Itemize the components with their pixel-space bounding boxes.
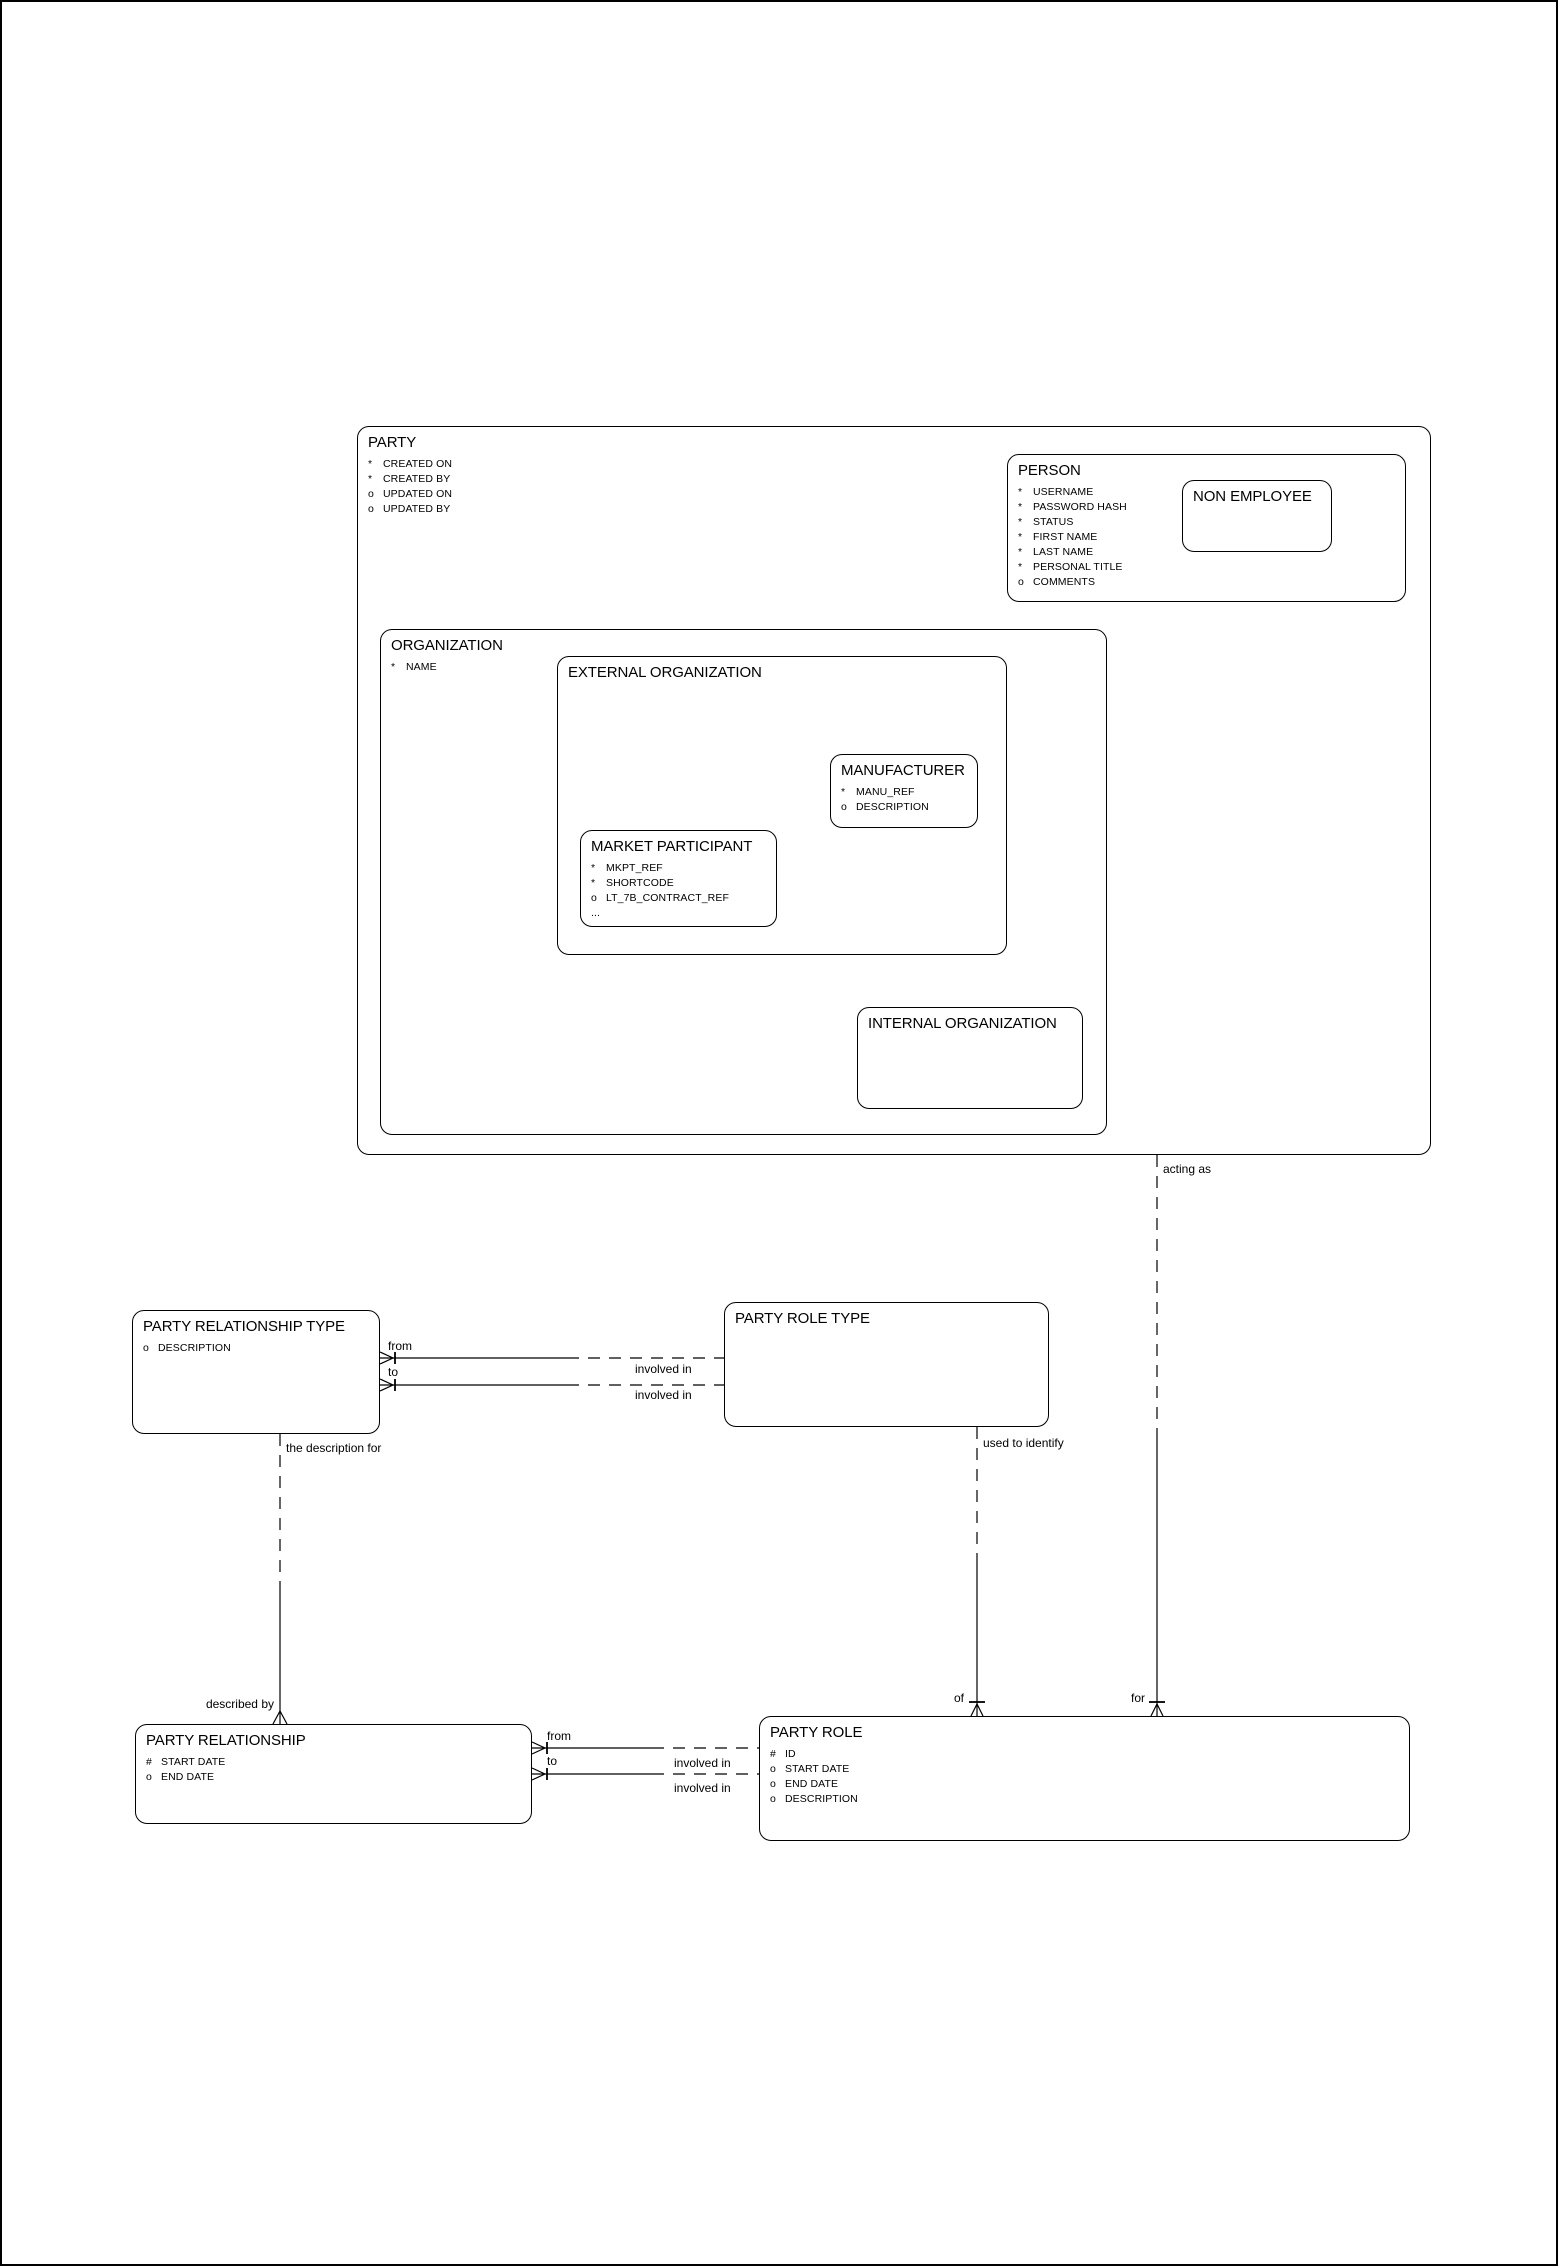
attribute-row: *FIRST NAME — [1018, 531, 1098, 543]
label-to-1: to — [388, 1365, 399, 1379]
entity-title: PARTY RELATIONSHIP — [146, 1732, 306, 1749]
entity-title: PARTY — [368, 434, 417, 451]
attribute-row: *USERNAME — [1018, 486, 1094, 498]
label-to-2: to — [547, 1754, 558, 1768]
entity-attributes: *USERNAME *PASSWORD HASH *STATUS *FIRST … — [1018, 485, 1395, 590]
attribute-row: *MKPT_REF — [591, 862, 663, 874]
relationship-line-of — [969, 1427, 985, 1717]
entity-title: PARTY ROLE — [770, 1724, 863, 1741]
entity-attributes: *NAME — [391, 660, 1096, 675]
entity-title: ORGANIZATION — [391, 637, 503, 654]
entity-non-employee[interactable]: NON EMPLOYEE — [1182, 480, 1332, 552]
relationship-line-for — [1149, 1155, 1165, 1717]
relationship-line-prt-from — [379, 1351, 724, 1365]
attribute-row: #ID — [770, 1748, 796, 1760]
entity-title: PARTY RELATIONSHIP TYPE — [143, 1318, 345, 1335]
attribute-row: *STATUS — [1018, 516, 1074, 528]
label-involved-in-1b: involved in — [635, 1388, 692, 1402]
relationship-line-description-for — [272, 1434, 288, 1725]
attribute-row: *NAME — [391, 661, 437, 673]
entity-title: EXTERNAL ORGANIZATION — [568, 664, 762, 681]
attribute-row: *PERSONAL TITLE — [1018, 561, 1123, 573]
attribute-row: *CREATED ON — [368, 458, 453, 470]
attribute-row: #START DATE — [146, 1756, 226, 1768]
attribute-row: *PASSWORD HASH — [1018, 501, 1127, 513]
label-described-by: described by — [205, 1697, 274, 1711]
entity-market-participant[interactable]: MARKET PARTICIPANT *MKPT_REF *SHORTCODE … — [580, 830, 777, 927]
label-of: of — [953, 1691, 964, 1705]
entity-title: INTERNAL ORGANIZATION — [868, 1015, 1057, 1032]
attribute-row: *LAST NAME — [1018, 546, 1094, 558]
relationship-line-prt-to — [379, 1378, 724, 1392]
entity-title: MANUFACTURER — [841, 762, 965, 779]
label-involved-in-2b: involved in — [674, 1781, 731, 1795]
label-used-to-identify: used to identify — [983, 1436, 1064, 1450]
entity-title: PERSON — [1018, 462, 1081, 479]
label-involved-in-2a: involved in — [674, 1756, 731, 1770]
relationship-line-pr-from — [531, 1741, 759, 1755]
entity-title: PARTY ROLE TYPE — [735, 1310, 870, 1327]
attribute-row: *CREATED BY — [368, 473, 451, 485]
label-involved-in-1a: involved in — [635, 1362, 692, 1376]
relationship-line-pr-to — [531, 1767, 759, 1781]
label-for: for — [1130, 1691, 1145, 1705]
label-acting-as: acting as — [1163, 1162, 1212, 1176]
label-the-description-for: the description for — [286, 1441, 382, 1455]
entity-person[interactable]: PERSON *USERNAME *PASSWORD HASH *STATUS … — [1007, 454, 1406, 602]
label-from-1: from — [388, 1339, 412, 1353]
entity-title: NON EMPLOYEE — [1193, 488, 1312, 505]
attribute-row: ... — [591, 907, 601, 919]
entity-title: MARKET PARTICIPANT — [591, 838, 753, 855]
attribute-row: *MANU_REF — [841, 786, 915, 798]
attribute-row: *SHORTCODE — [591, 877, 674, 889]
entity-party-role-type[interactable]: PARTY ROLE TYPE — [724, 1302, 1049, 1427]
entity-internal-organization[interactable]: INTERNAL ORGANIZATION — [857, 1007, 1083, 1109]
label-from-2: from — [547, 1729, 571, 1743]
